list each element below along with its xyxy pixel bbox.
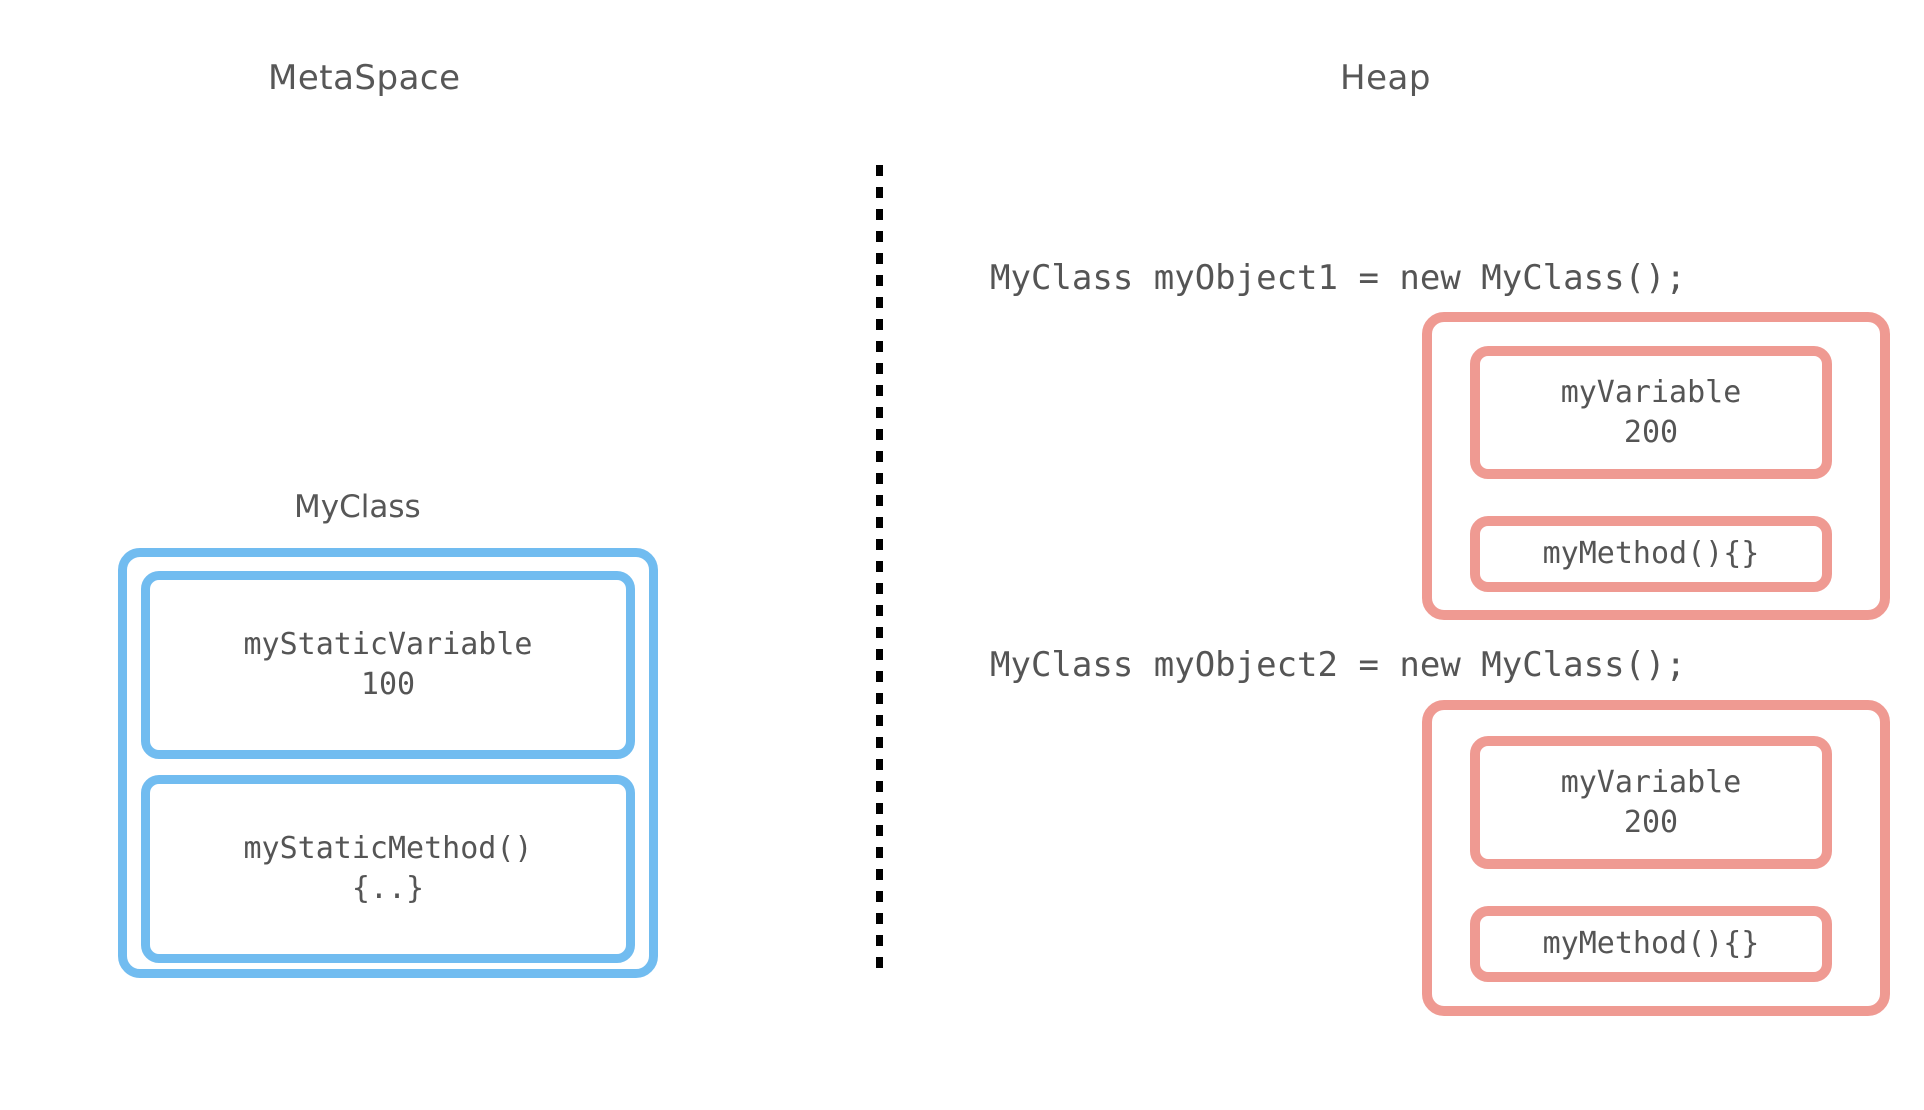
metaspace-static-variable-box: myStaticVariable 100 xyxy=(141,571,635,759)
metaspace-title: MetaSpace xyxy=(268,58,461,98)
heap-object1-variable-box: myVariable 200 xyxy=(1470,346,1832,479)
heap-object1-method-box: myMethod(){} xyxy=(1470,516,1832,592)
heap-object2-variable-name: myVariable xyxy=(1560,764,1742,800)
heap-object2-variable-value: 200 xyxy=(1623,804,1679,840)
heap-object1-code: MyClass myObject1 = new MyClass(); xyxy=(990,258,1686,298)
heap-object1-variable-value: 200 xyxy=(1623,414,1679,450)
metaspace-static-method-box: myStaticMethod() {..} xyxy=(141,775,635,963)
heap-object2-method-name: myMethod(){} xyxy=(1542,926,1760,962)
metaspace-static-method-name: myStaticMethod() xyxy=(243,831,533,867)
memory-area-divider xyxy=(876,165,883,977)
metaspace-class-label: MyClass xyxy=(294,489,421,525)
metaspace-static-variable-name: myStaticVariable xyxy=(243,627,533,663)
metaspace-static-method-body: {..} xyxy=(351,871,425,906)
heap-object1-variable-name: myVariable xyxy=(1560,374,1742,410)
metaspace-static-variable-value: 100 xyxy=(360,667,416,702)
heap-object2-code: MyClass myObject2 = new MyClass(); xyxy=(990,645,1686,685)
heap-title: Heap xyxy=(1340,58,1431,98)
heap-object2-variable-box: myVariable 200 xyxy=(1470,736,1832,869)
heap-object2-method-box: myMethod(){} xyxy=(1470,906,1832,982)
heap-object1-method-name: myMethod(){} xyxy=(1542,536,1760,572)
